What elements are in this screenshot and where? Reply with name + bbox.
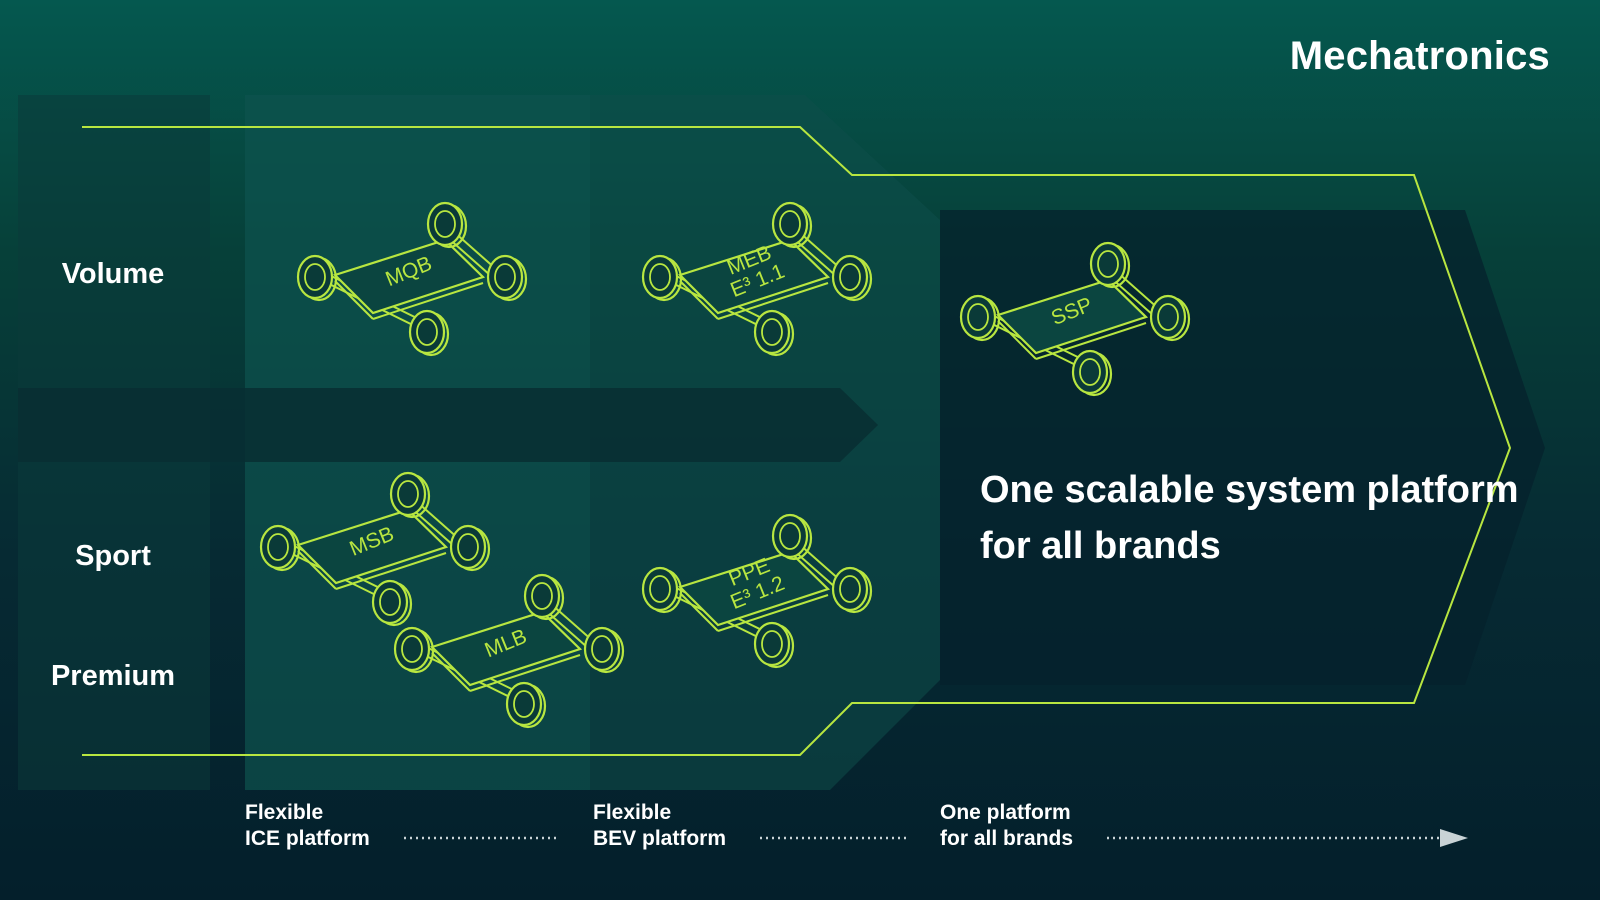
wheel-icon: [408, 309, 450, 357]
wheel-icon: [1089, 241, 1131, 289]
wheel-icon: [371, 579, 413, 627]
wheel-icon: [831, 254, 873, 302]
platform-plate: [295, 508, 449, 585]
chassis-meb-icon: MEBE³ 1.1: [641, 201, 873, 357]
page-title: Mechatronics: [1289, 34, 1550, 78]
platform-plate: [677, 238, 831, 315]
row-label-sport: Sport: [75, 540, 151, 572]
wheel-icon: [426, 201, 468, 249]
row-label-volume: Volume: [61, 258, 165, 290]
wheel-icon: [771, 513, 813, 561]
chassis-mlb-icon: MLB: [393, 573, 625, 729]
chassis-msb-icon: MSB: [259, 471, 491, 627]
ssp-arrow-fill: [940, 210, 1545, 685]
row-label-premium: Premium: [50, 660, 176, 692]
wheel-icon: [753, 309, 795, 357]
platform-consolidation-outline: [82, 126, 1512, 756]
chassis-mqb-icon: MQB: [296, 201, 528, 357]
platform-plate: [995, 278, 1149, 355]
chassis-ssp-icon: SSP: [959, 241, 1191, 397]
wheel-icon: [389, 471, 431, 519]
wheel-icon: [393, 626, 435, 674]
headline: One scalable system platform for all bra…: [980, 469, 1519, 567]
wheel-icon: [753, 621, 795, 669]
wheel-icon: [641, 566, 683, 614]
wheel-icon: [1149, 294, 1191, 342]
wheel-icon: [831, 566, 873, 614]
platform-plate: [429, 610, 583, 687]
wheel-icon: [259, 524, 301, 572]
wheel-icon: [523, 573, 565, 621]
wheel-icon: [505, 681, 547, 729]
wheel-icon: [486, 254, 528, 302]
arrow-head-icon: [1440, 829, 1468, 847]
wheel-icon: [583, 626, 625, 674]
stage-label-ice: Flexible ICE platform: [245, 801, 370, 850]
chassis-ppe-icon: PPEE³ 1.2: [641, 513, 873, 669]
stage-label-ssp: One platform for all brands: [940, 801, 1074, 850]
platform-plate: [332, 238, 486, 315]
stage-label-bev: Flexible BEV platform: [593, 801, 727, 850]
wheel-icon: [959, 294, 1001, 342]
wheel-icon: [771, 201, 813, 249]
wheel-icon: [296, 254, 338, 302]
wheel-icon: [1071, 349, 1113, 397]
wheel-icon: [641, 254, 683, 302]
wheel-icon: [449, 524, 491, 572]
middle-band: [18, 388, 878, 462]
platform-plate: [677, 550, 831, 627]
